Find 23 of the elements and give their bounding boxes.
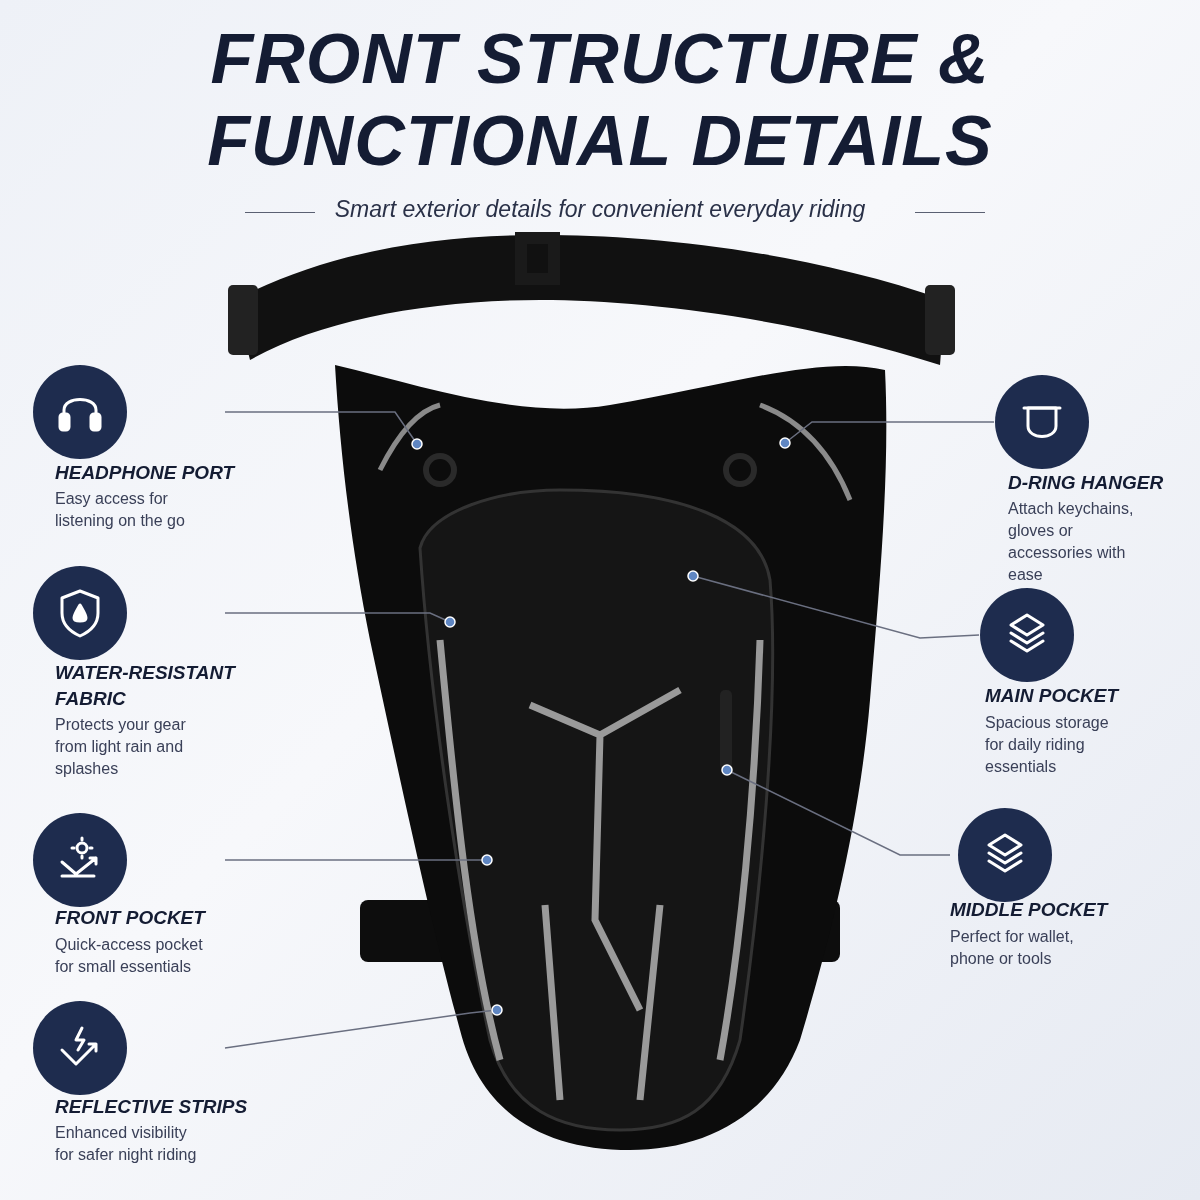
leader-line [224,854,493,866]
leader-line [687,570,980,639]
leader-line [779,421,995,449]
feature-heading: HEADPHONE PORT [55,461,235,485]
subtitle: Smart exterior details for convenient everyday riding [333,196,867,223]
feature-description: Attach keychains, gloves or accessories with ease [1008,499,1135,585]
feature-description: Spacious storage for daily riding essentials [985,713,1110,777]
title: FRONT STRUCTURE & FUNCTIONAL DETAILS [206,19,994,182]
leader-line [224,612,456,628]
feature-heading: REFLECTIVE STRIPS [55,1095,248,1119]
leader-line [721,764,951,856]
feature-description: Quick-access pocket for small essentials [55,935,204,977]
feature-description: Enhanced visibility for safer night riding [55,1123,198,1165]
feature-heading: MAIN POCKET [985,684,1118,708]
feature-description: Easy access for listening on the go [55,489,186,531]
feature-description: Protects your gear from light rain and splashes [55,715,187,779]
feature-heading: WATER-RESISTANT FABRIC [55,661,237,711]
feature-heading: MIDDLE POCKET [950,898,1108,922]
feature-description: Perfect for wallet, phone or tools [950,927,1075,969]
feature-heading: D-RING HANGER [1008,471,1164,495]
leader-line [224,411,423,450]
feature-heading: FRONT POCKET [55,906,205,930]
leader-line [224,1004,503,1049]
